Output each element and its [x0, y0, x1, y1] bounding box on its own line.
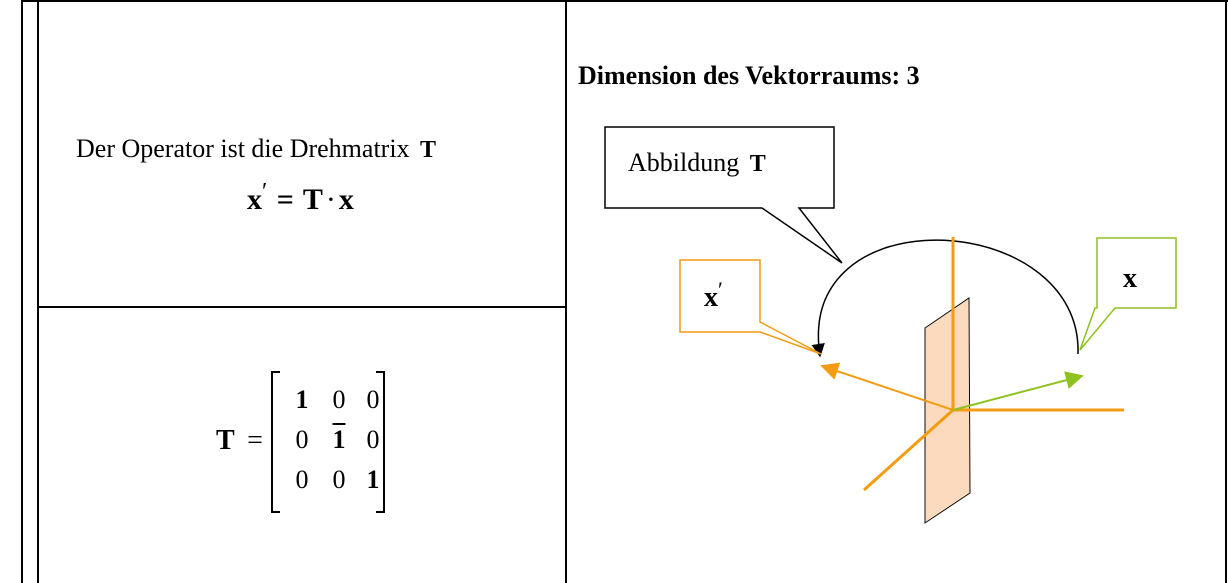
label-x-prime: x′: [704, 277, 723, 314]
vector-space-heading: Dimension des Vektorraums: 3: [578, 61, 920, 90]
matrix-symbol: T: [216, 425, 235, 456]
equation-operator: T: [302, 183, 323, 216]
matrix-cell: 0: [332, 465, 346, 494]
matrix-cell: 0: [295, 425, 309, 454]
matrix-cell: 1: [332, 425, 346, 454]
matrix-cell: 1: [366, 465, 380, 494]
callout-symbol: T: [749, 151, 766, 177]
row-divider: [37, 306, 566, 308]
table-top-border: [21, 0, 1228, 2]
table-left-border: [21, 0, 23, 583]
equation-rhs: x: [338, 183, 354, 216]
matrix-cell: 0: [366, 425, 380, 454]
matrix-equals: =: [247, 425, 263, 456]
axis-diagonal: [862, 408, 955, 492]
rotation-arc: [811, 239, 1079, 358]
callout-x-prime-box: [679, 259, 822, 355]
matrix-brackets: [271, 371, 385, 513]
rotation-diagram: [604, 126, 1177, 524]
equation-prime: ′: [262, 179, 268, 205]
matrix-cell: 1: [295, 385, 309, 414]
label-x-prime-mark: ′: [718, 277, 723, 302]
matrix-name: T =: [216, 425, 263, 457]
label-x: x: [1123, 263, 1137, 294]
operator-sentence: Der Operator ist die Drehmatrix T: [76, 134, 436, 164]
callout-text: Abbildung: [628, 148, 740, 177]
equation-equals: =: [276, 183, 294, 216]
vector-x: [952, 371, 1084, 411]
callout-label: Abbildung T: [628, 148, 766, 178]
callout-box: [604, 126, 843, 264]
transformation-equation: x′ = T·x: [247, 179, 354, 217]
label-x-prime-text: x: [704, 282, 718, 313]
matrix-cell: 0: [332, 385, 346, 414]
column-divider: [565, 0, 567, 583]
matrix-right-bracket: [376, 371, 385, 513]
matrix-left-bracket: [271, 371, 280, 513]
operator-text: Der Operator ist die Drehmatrix: [76, 134, 410, 163]
vector-x-prime: [820, 362, 954, 411]
operator-symbol: T: [420, 137, 437, 163]
equation-dot: ·: [325, 183, 336, 216]
equation-lhs: x: [247, 183, 262, 216]
matrix-cell: 0: [295, 465, 309, 494]
table-right-border: [1225, 0, 1227, 583]
callout-x-box: [1079, 237, 1177, 351]
table-inner-left-border: [37, 0, 39, 583]
matrix-cell: 0: [366, 385, 380, 414]
